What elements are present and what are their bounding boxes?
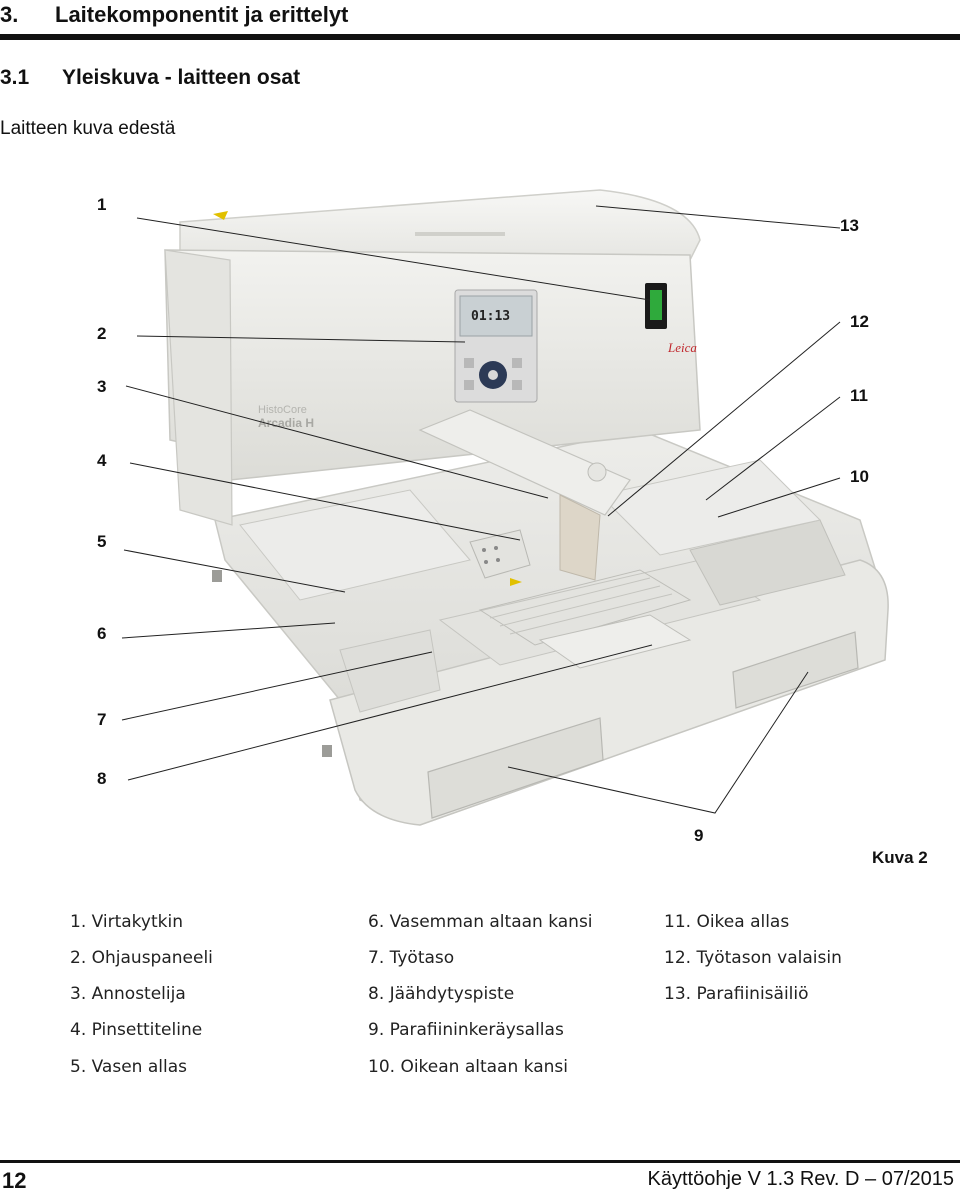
footer-doc-info: Käyttöohje V 1.3 Rev. D – 07/2015	[647, 1168, 955, 1190]
tray	[538, 614, 692, 669]
right-drawer	[732, 631, 859, 709]
callout-4: 4	[97, 451, 107, 470]
paraffin-lid-slot	[415, 232, 505, 236]
warning-arrow-icon	[510, 578, 522, 586]
section-number: 3.	[0, 2, 19, 27]
model-label-line1: HistoCore	[258, 404, 307, 416]
legend-item-9: 9. Parafiininkeräysallas	[368, 1020, 564, 1040]
grid-plate	[478, 569, 692, 646]
section-title: Laitekomponentit ja erittelyt	[55, 2, 349, 27]
header-rule	[0, 34, 960, 40]
legend-item-13: 13. Parafiinisäiliö	[664, 984, 809, 1004]
legend-item-2: 2. Ohjauspaneeli	[70, 948, 213, 968]
upper-housing-top	[179, 189, 701, 261]
model-label-line2: Arcadia H	[258, 416, 314, 430]
callout-5: 5	[97, 532, 107, 551]
page-number: 12	[2, 1168, 27, 1193]
callout-2: 2	[97, 324, 107, 343]
legend-item-11: 11. Oikea allas	[664, 912, 790, 932]
callout-12: 12	[850, 312, 869, 331]
dispenser-nozzle	[559, 494, 601, 581]
right-panel	[689, 519, 846, 606]
legend-item-12: 12. Työtason valaisin	[664, 948, 842, 968]
footer-rule	[0, 1160, 960, 1163]
legend-item-6: 6. Vasemman altaan kansi	[368, 912, 593, 932]
legend-item-1: 1. Virtakytkin	[70, 912, 183, 932]
callout-11: 11	[850, 386, 868, 405]
callout-6: 6	[97, 624, 107, 643]
callout-3: 3	[97, 377, 107, 396]
legend-item-4: 4. Pinsettiteline	[70, 1020, 203, 1040]
left-drawer	[427, 717, 604, 819]
legend-item-10: 10. Oikean altaan kansi	[368, 1057, 568, 1077]
subsection-heading: 3.1 Yleiskuva - laitteen osat	[0, 66, 300, 90]
legend-item-7: 7. Työtaso	[368, 948, 455, 968]
left-bath	[239, 489, 471, 601]
legend-item-8: 8. Jäähdytyspiste	[368, 984, 515, 1004]
figure-caption: Kuva 2	[872, 848, 928, 867]
forceps-holder	[469, 529, 531, 579]
subsection-title: Yleiskuva - laitteen osat	[62, 66, 301, 89]
legend-item-5: 5. Vasen allas	[70, 1057, 187, 1077]
dispenser-arm	[418, 409, 631, 516]
callout-10: 10	[850, 467, 869, 486]
work-surface	[438, 559, 762, 666]
cooling-spot	[339, 629, 441, 713]
callout-9: 9	[694, 826, 704, 845]
warning-triangle-icon	[213, 211, 228, 220]
panel-display: 01:13	[471, 309, 510, 324]
upper-housing-side	[164, 249, 233, 526]
callout-8: 8	[97, 769, 107, 788]
subsection-number: 3.1	[0, 66, 30, 89]
device-illustration: Leica HistoCore Arcadia H 01:13	[121, 189, 889, 826]
dispenser-knob	[587, 462, 607, 482]
brand-logo: Leica	[667, 340, 697, 355]
callout-7: 7	[97, 710, 107, 729]
callout-1: 1	[97, 195, 107, 214]
leader-lines	[121, 205, 841, 814]
right-bath	[598, 459, 822, 556]
section-heading: 3. Laitekomponentit ja erittelyt	[0, 2, 348, 28]
view-title: Laitteen kuva edestä	[0, 118, 176, 139]
legend-item-3: 3. Annostelija	[70, 984, 186, 1004]
callout-13: 13	[840, 216, 859, 235]
